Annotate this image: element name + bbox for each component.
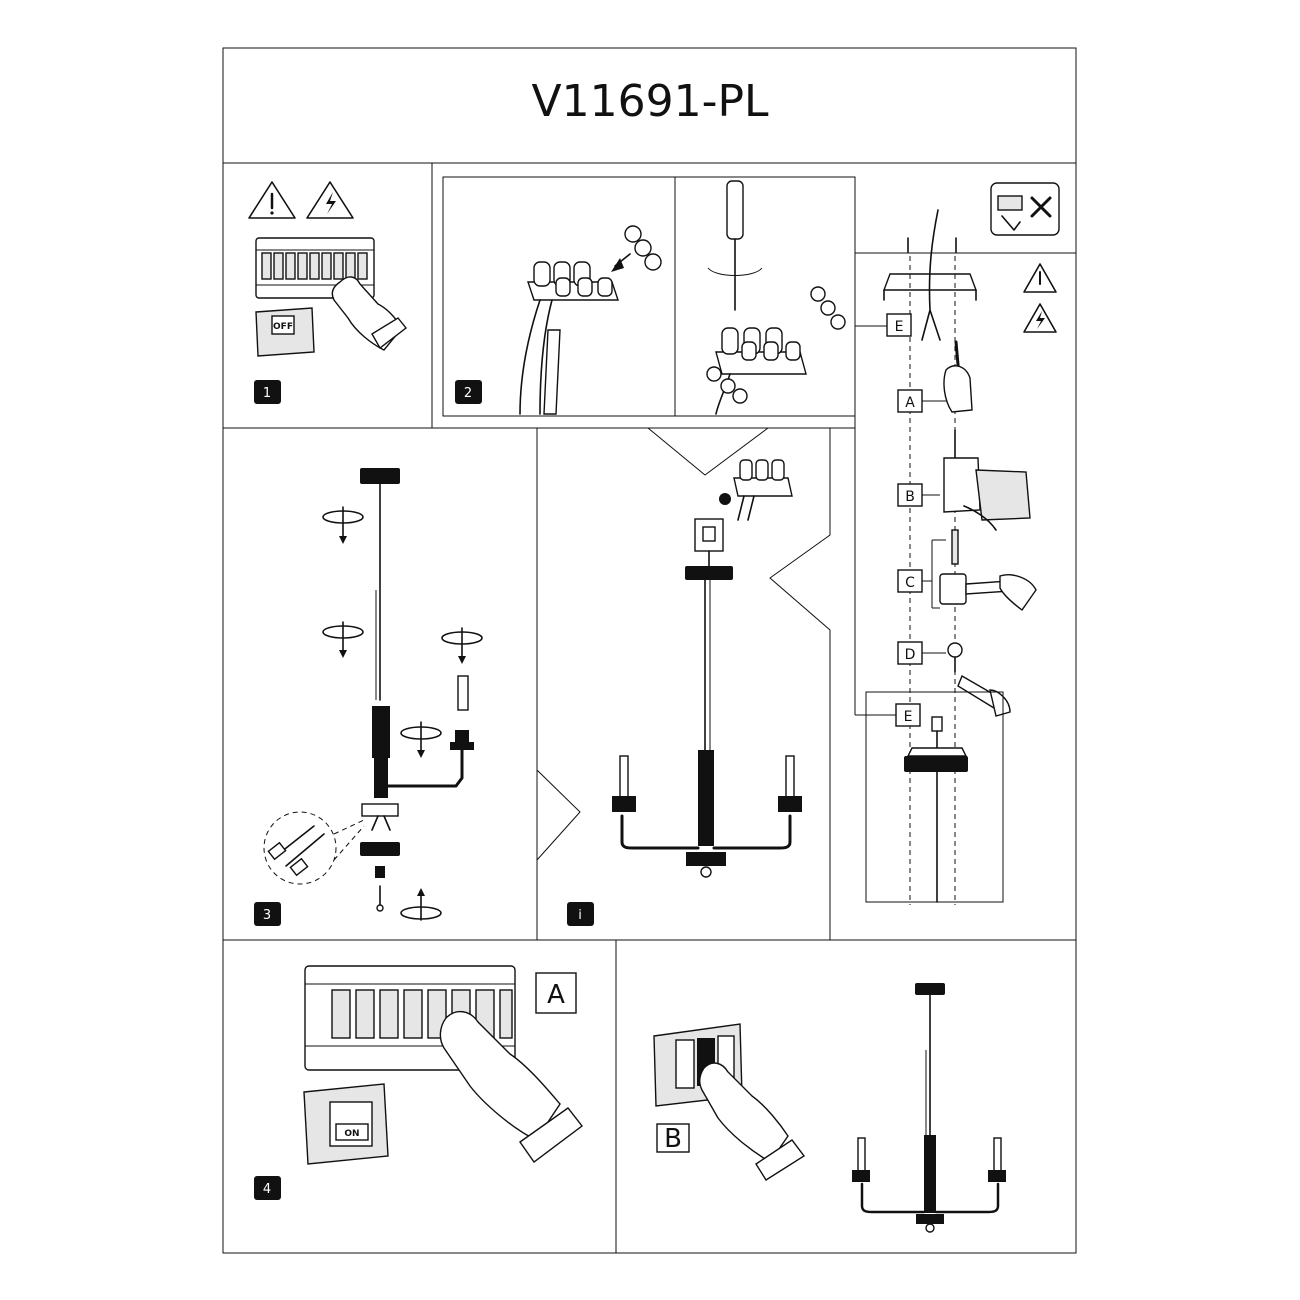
screwdriver-icon <box>707 180 763 311</box>
mount-label-e-bottom: E <box>904 709 913 725</box>
step-4-panel: ON A 4 <box>254 965 583 1200</box>
mount-label-d: D <box>905 647 916 663</box>
drill-icon <box>922 429 1031 531</box>
final-panel: B <box>653 983 1006 1233</box>
warning-icon <box>248 181 296 219</box>
step-info-letter: i <box>578 908 582 923</box>
electric-hazard-icon <box>306 181 354 219</box>
final-label-a: A <box>547 980 565 1010</box>
step-3-panel: 3 <box>254 468 483 926</box>
mount-label-b: B <box>905 489 915 505</box>
wire-detail-zoom <box>263 811 365 885</box>
final-label-b: B <box>664 1124 682 1154</box>
label-box-a-large <box>535 972 577 1014</box>
step-badge-info <box>567 902 594 926</box>
step-number-3: 3 <box>263 908 271 923</box>
terminal-block-left <box>519 261 619 415</box>
on-label: ON <box>344 1129 359 1139</box>
mount-label-a: A <box>905 395 915 411</box>
rotate-arrow-icon <box>441 627 483 664</box>
hammer-icon <box>922 529 1037 611</box>
info-panel: i <box>567 459 802 926</box>
label-box-b-large <box>656 1123 690 1153</box>
terminal-block-right <box>706 286 846 415</box>
mounting-panel: E A B C D E <box>854 182 1060 905</box>
screwdriver-icon <box>922 642 1011 717</box>
step-number-1: 1 <box>263 386 271 401</box>
step-badge-1 <box>254 380 281 404</box>
label-box-e-bottom <box>895 703 921 727</box>
step-number-2: 2 <box>464 386 472 401</box>
step-badge-2 <box>455 380 482 404</box>
assembled-lamp <box>852 983 1006 1233</box>
label-box-e-top <box>886 313 912 337</box>
rotate-arrow-icon <box>322 621 364 658</box>
step-badge-4 <box>254 1176 281 1200</box>
sheet-frame <box>222 47 1077 1254</box>
pencil-hand-icon <box>922 340 973 413</box>
page-title: V11691-PL <box>532 76 769 127</box>
canopy-cap <box>360 468 400 484</box>
step-2-panel: 2 <box>442 176 856 417</box>
hand-icon <box>331 276 407 351</box>
step-badge-3 <box>254 902 281 926</box>
warning-icon <box>1023 263 1057 293</box>
hand-icon <box>439 1011 583 1163</box>
rotate-arrow-icon <box>322 506 364 544</box>
step-1-panel: OFF 1 <box>248 181 407 404</box>
hand-icon <box>699 1062 806 1181</box>
rotate-arrow-icon <box>400 721 442 758</box>
on-switch: ON <box>303 1083 389 1165</box>
step-number-4: 4 <box>263 1182 271 1197</box>
no-power-tools-icon <box>990 182 1060 236</box>
off-label: OFF <box>273 322 293 332</box>
mount-label-e-top: E <box>895 319 904 335</box>
terminal-block-info <box>733 459 793 521</box>
wire-labels-left <box>611 225 662 272</box>
electric-hazard-icon <box>1023 303 1057 333</box>
mount-label-c: C <box>905 575 915 591</box>
rotate-arrow-icon <box>400 888 442 921</box>
off-switch: OFF <box>255 307 315 357</box>
